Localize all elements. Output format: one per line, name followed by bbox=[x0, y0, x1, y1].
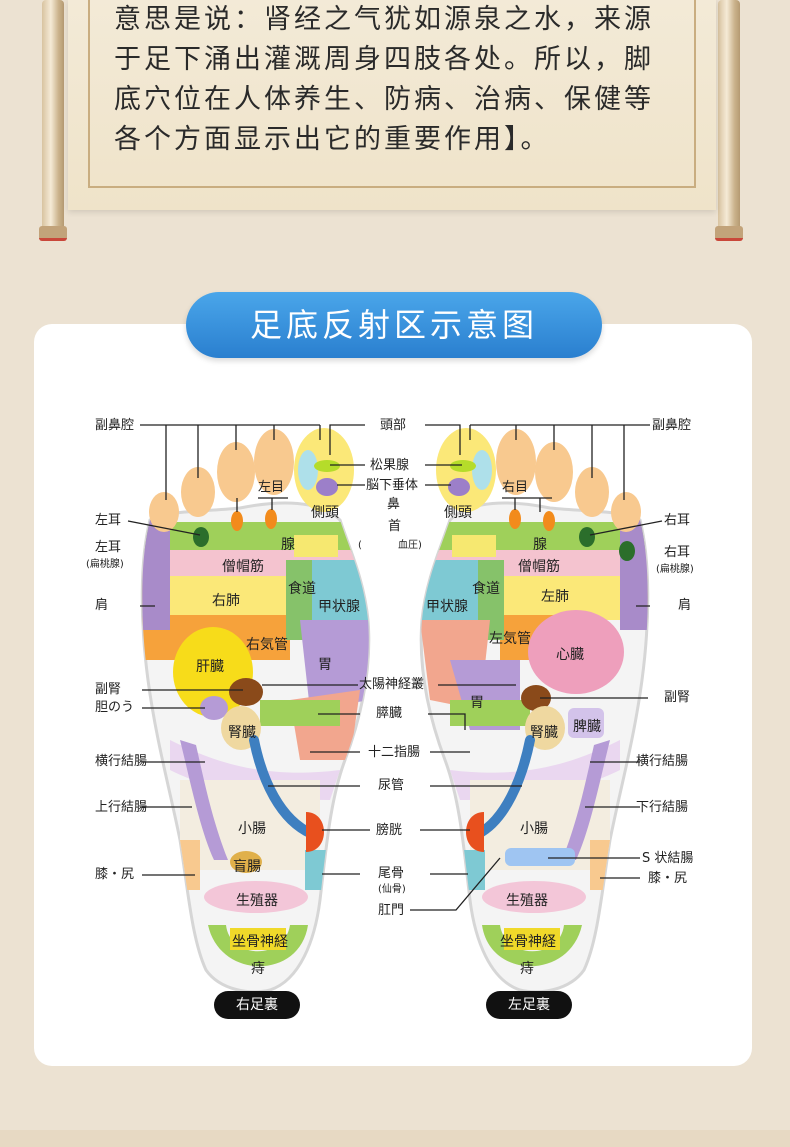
zone-xiaochang-left: 小腸 bbox=[520, 818, 548, 838]
label-zuomu: 左目 bbox=[258, 480, 284, 496]
zone-sengmao-right: 僧帽筋 bbox=[222, 556, 264, 576]
zone-jiazhuang-left: 甲状腺 bbox=[426, 596, 468, 616]
zone-mangchang: 盲腸 bbox=[233, 856, 261, 876]
label-hengxing-left: 横行結腸 bbox=[636, 754, 688, 770]
label-xiqi-left: 膝・尻 bbox=[648, 871, 687, 887]
zone-youfei: 右肺 bbox=[212, 590, 240, 610]
label-xueya-open: ( bbox=[358, 538, 362, 554]
zone-zuogu-right: 坐骨神経 bbox=[232, 931, 288, 951]
zone-wei-left: 胃 bbox=[470, 692, 484, 712]
label-jian-left: 肩 bbox=[678, 598, 691, 614]
label-shangxing: 上行結腸 bbox=[95, 800, 147, 816]
label-yizang: 膵臓 bbox=[376, 706, 402, 722]
label-fushen-left: 副腎 bbox=[664, 690, 690, 706]
zone-xiaochang-right: 小腸 bbox=[238, 818, 266, 838]
label-shou: 首 bbox=[388, 519, 401, 535]
zone-xian-left: 腺 bbox=[533, 534, 547, 554]
label-songguo: 松果腺 bbox=[370, 458, 409, 474]
label-xiaxing: 下行結腸 bbox=[636, 800, 688, 816]
zone-zuofei: 左肺 bbox=[541, 586, 569, 606]
zone-cejing-left: 側頭 bbox=[444, 502, 472, 522]
zone-shidao-left: 食道 bbox=[472, 578, 500, 598]
zone-xinzang: 心臓 bbox=[556, 644, 584, 664]
label-zuoer-top: 左耳 bbox=[95, 513, 121, 529]
zone-wei-right: 胃 bbox=[318, 654, 332, 674]
label-hengxing-right: 横行結腸 bbox=[95, 754, 147, 770]
label-biantao-right: (扁桃腺) bbox=[86, 557, 124, 573]
label-dan: 胆のう bbox=[95, 700, 134, 716]
label-youmu: 右目 bbox=[502, 480, 528, 496]
zone-sengmao-left: 僧帽筋 bbox=[518, 556, 560, 576]
zone-ganzang: 肝臓 bbox=[196, 656, 224, 676]
label-fushen-right: 副腎 bbox=[95, 682, 121, 698]
label-bi: 鼻 bbox=[387, 497, 400, 513]
label-xiqi-right: 膝・尻 bbox=[95, 867, 134, 883]
left-foot-badge: 左足裏 bbox=[486, 991, 572, 1019]
label-biantao-left: (扁桃腺) bbox=[656, 562, 694, 578]
label-shierzhi: 十二指腸 bbox=[368, 745, 420, 761]
label-jian-right: 肩 bbox=[95, 598, 108, 614]
label-weigu: 尾骨 bbox=[378, 866, 404, 882]
label-youer-top: 右耳 bbox=[664, 513, 690, 529]
zone-shidao-right: 食道 bbox=[288, 578, 316, 598]
label-xueya: 血圧) bbox=[398, 538, 422, 554]
label-pangguang: 膀胱 bbox=[376, 823, 402, 839]
right-foot-badge: 右足裏 bbox=[214, 991, 300, 1019]
zone-zuogu-left: 坐骨神経 bbox=[500, 931, 556, 951]
label-naoxia: 脳下垂体 bbox=[366, 478, 418, 494]
zone-cejing-right: 側頭 bbox=[311, 502, 339, 522]
zone-zhi-right: 痔 bbox=[251, 958, 265, 978]
label-xiangu: (仙骨) bbox=[378, 882, 406, 898]
zone-shengzhi-right: 生殖器 bbox=[236, 890, 278, 910]
zone-shengzhi-left: 生殖器 bbox=[506, 890, 548, 910]
label-youer: 右耳 bbox=[664, 545, 690, 561]
label-s-jiechang: S 状結腸 bbox=[642, 851, 693, 867]
zone-zuoqiguan: 左気管 bbox=[489, 628, 531, 648]
zone-shenzang-right: 腎臓 bbox=[228, 722, 256, 742]
label-ganmen: 肛門 bbox=[378, 903, 404, 919]
zone-zhi-left: 痔 bbox=[520, 958, 534, 978]
label-zuoer: 左耳 bbox=[95, 540, 121, 556]
zone-shenzang-left: 腎臓 bbox=[530, 722, 558, 742]
zone-youqiguan: 右気管 bbox=[246, 634, 288, 654]
label-niaoguan: 尿管 bbox=[378, 778, 404, 794]
label-fubiqiang-left: 副鼻腔 bbox=[652, 418, 691, 434]
zone-pizang: 脾臓 bbox=[573, 716, 601, 736]
label-taiyang: 太陽神経叢 bbox=[359, 677, 424, 693]
label-fubiqiang-right: 副鼻腔 bbox=[95, 418, 134, 434]
zone-jiazhuang-right: 甲状腺 bbox=[318, 596, 360, 616]
label-toubu: 頭部 bbox=[380, 418, 406, 434]
bottom-strip bbox=[0, 1130, 790, 1147]
zone-xian-right: 腺 bbox=[281, 534, 295, 554]
